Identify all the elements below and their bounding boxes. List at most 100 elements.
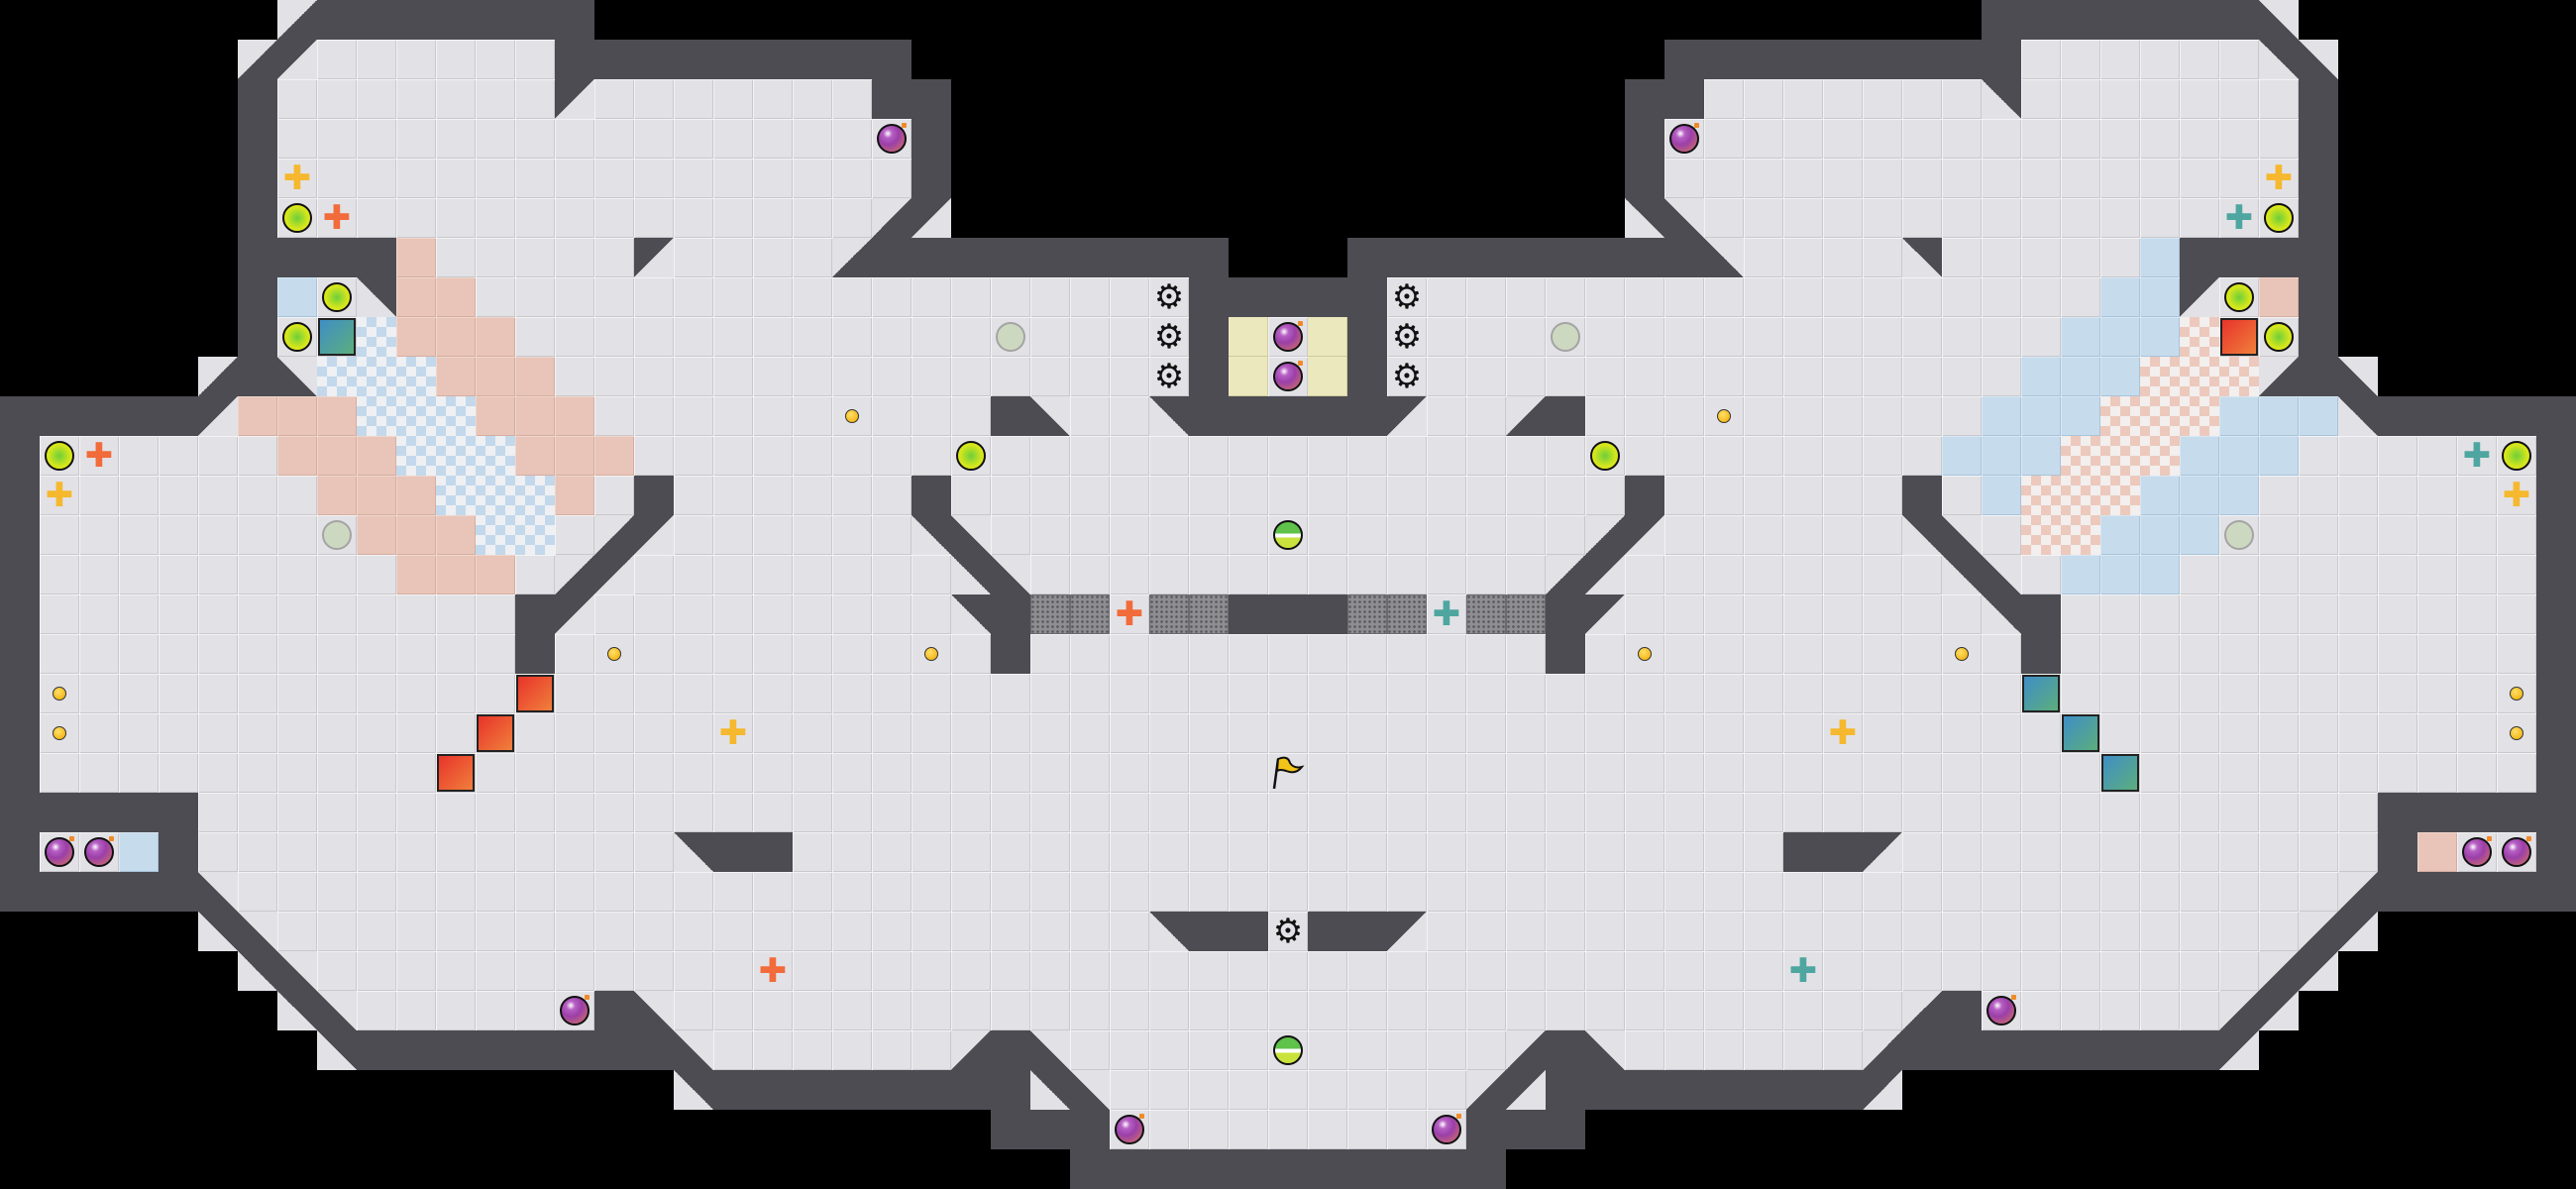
- red-checker-tile: [2061, 436, 2100, 476]
- floor-tile: [159, 753, 198, 793]
- wall-tile: [1189, 238, 1229, 277]
- diagonal-wall-tile: [277, 357, 317, 396]
- floor-tile: [357, 198, 396, 238]
- floor-tile: [1506, 872, 1546, 912]
- floor-tile: [555, 119, 594, 159]
- floor-tile: [1823, 793, 1863, 832]
- blue-team-tile: [2219, 476, 2259, 515]
- wall-tile: [1030, 1110, 1070, 1149]
- floor-tile: [1229, 515, 1268, 555]
- floor-tile: [793, 713, 832, 753]
- floor-tile: [1387, 991, 1427, 1030]
- wall-tile: [1268, 396, 1308, 436]
- bomb-icon: [45, 836, 74, 867]
- floor-tile: [1268, 991, 1308, 1030]
- floor-tile: [2100, 674, 2140, 713]
- floor-tile: [1942, 277, 1982, 317]
- floor-tile: [2219, 159, 2259, 198]
- wall-tile: [1664, 79, 1704, 119]
- floor-tile: [753, 515, 793, 555]
- floor-tile: [40, 594, 79, 634]
- wall-tile: [2219, 238, 2259, 277]
- floor-tile: [436, 40, 476, 79]
- floor-tile: [1982, 832, 2021, 872]
- blue-team-tile: [2021, 357, 2061, 396]
- floor-tile: [198, 594, 238, 634]
- floor-tile: [1149, 872, 1189, 912]
- floor-tile: [198, 436, 238, 476]
- floor-tile: [2180, 991, 2219, 1030]
- wall-tile: [436, 1030, 476, 1070]
- floor-tile: [1585, 753, 1625, 793]
- floor-tile: [476, 951, 515, 991]
- floor-tile: [1823, 277, 1863, 317]
- floor-tile: [912, 357, 951, 396]
- floor-tile: [515, 793, 555, 832]
- floor-tile: [1149, 476, 1189, 515]
- diagonal-wall-tile: [2219, 1030, 2259, 1070]
- floor-tile: [2100, 872, 2140, 912]
- floor-tile: [1902, 555, 1942, 594]
- floor-tile: [2378, 753, 2417, 793]
- floor-tile: [1704, 991, 1744, 1030]
- floor-tile: [1506, 277, 1546, 317]
- floor-tile: [634, 872, 674, 912]
- floor-tile: [713, 396, 753, 436]
- bomb-icon: [2502, 836, 2531, 867]
- floor-tile: [2338, 634, 2378, 674]
- wall-tile: [2536, 713, 2576, 753]
- red-checker-tile: [2100, 436, 2140, 476]
- floor-tile: [2180, 713, 2219, 753]
- spike-icon: ⚙: [1391, 277, 1423, 317]
- floor-tile: [832, 713, 872, 753]
- wall-tile: [1823, 832, 1863, 872]
- floor-tile: [198, 476, 238, 515]
- blue-team-tile: [2061, 357, 2100, 396]
- floor-tile: [594, 119, 634, 159]
- wall-tile: [1347, 317, 1387, 357]
- floor-tile: [1744, 634, 1783, 674]
- floor-tile: [515, 79, 555, 119]
- wall-tile: [0, 634, 40, 674]
- red-team-tile: [317, 396, 357, 436]
- blue-team-tile: [2299, 396, 2338, 436]
- floor-tile: [119, 753, 159, 793]
- floor-tile: [1704, 832, 1744, 872]
- floor-tile: [1506, 753, 1546, 793]
- blue-team-tile: [2100, 555, 2140, 594]
- wall-tile: [2378, 832, 2417, 872]
- floor-tile: [1387, 634, 1427, 674]
- floor-tile: [1506, 991, 1546, 1030]
- floor-tile: [1546, 357, 1585, 396]
- floor-tile: [674, 912, 713, 951]
- blue-team-tile: [2100, 277, 2140, 317]
- floor-tile: [1902, 317, 1942, 357]
- wall-tile: [1110, 1149, 1149, 1189]
- floor-tile: [2417, 634, 2457, 674]
- wall-tile: [594, 1030, 634, 1070]
- red-team-tile: [357, 476, 396, 515]
- red-team-tile: [2259, 277, 2299, 317]
- floor-tile: [753, 159, 793, 198]
- floor-tile: [832, 198, 872, 238]
- wall-tile: [2259, 238, 2299, 277]
- floor-tile: [1070, 832, 1110, 872]
- red-checker-tile: [2021, 476, 2061, 515]
- diagonal-wall-tile: [1942, 555, 1982, 594]
- wall-tile: [2140, 1030, 2180, 1070]
- floor-tile: [2180, 872, 2219, 912]
- floor-tile: [1149, 317, 1189, 357]
- floor-tile: [1585, 991, 1625, 1030]
- floor-tile: [1466, 436, 1506, 476]
- floor-tile: [1347, 872, 1387, 912]
- floor-tile: [594, 872, 634, 912]
- floor-tile: [2180, 634, 2219, 674]
- floor-tile: [1942, 357, 1982, 396]
- floor-tile: [1070, 515, 1110, 555]
- floor-tile: [2061, 872, 2100, 912]
- diagonal-wall-tile: [1982, 594, 2021, 634]
- wall-tile: [515, 594, 555, 634]
- floor-tile: [832, 912, 872, 951]
- floor-tile: [2100, 119, 2140, 159]
- floor-tile: [159, 713, 198, 753]
